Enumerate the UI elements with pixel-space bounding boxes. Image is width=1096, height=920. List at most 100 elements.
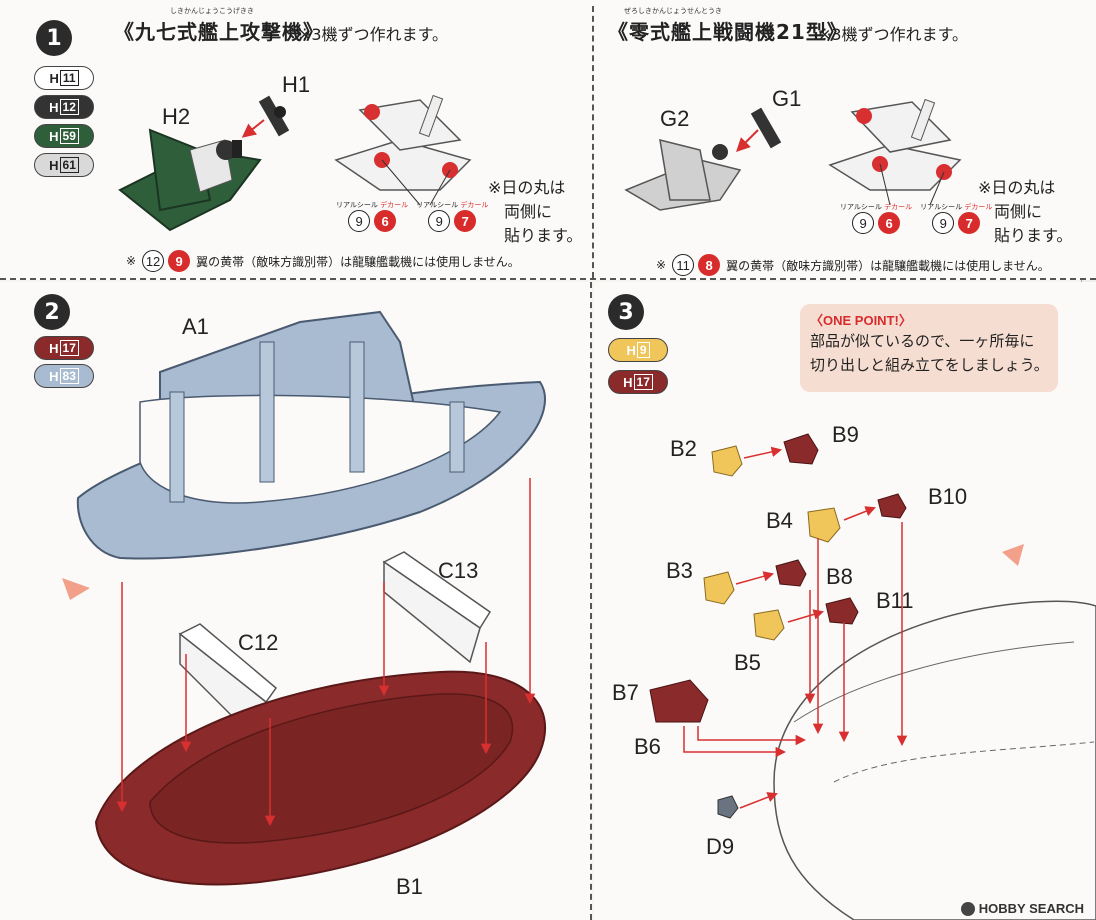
part-c13-icon: [382, 551, 492, 664]
left-title-furigana: しきかんじょうこうげきき: [170, 7, 254, 15]
label-b7: B7: [612, 680, 639, 705]
step3-drawings: [649, 433, 1096, 920]
arrow: [787, 609, 825, 623]
seal-number: 9: [932, 212, 955, 234]
step1-panel: 1 しきかんじょうこうげきき 《九七式艦上攻撃機》 ※3機ずつ作れます。 ぜろし…: [0, 0, 1096, 280]
seal-number: 9: [348, 210, 371, 232]
part-b9-icon: [783, 433, 819, 465]
decal-number: 7: [454, 210, 477, 232]
label-b4: B4: [766, 508, 793, 533]
arrow-h1: [241, 119, 265, 138]
arrow-g1: [736, 129, 759, 152]
propeller-h1-icon: [258, 95, 290, 137]
arrow: [735, 571, 775, 585]
label-h1: H1: [282, 72, 311, 97]
label-h2: H2: [162, 104, 191, 129]
left-footnote: ※ 12 9 翼の黄帯（敵味方識別帯）は龍驤艦載機には使用しません。: [126, 250, 520, 272]
arrow: [683, 726, 787, 758]
part-b10-icon: [877, 493, 907, 519]
seal-number: 11: [672, 254, 695, 276]
part-b5-icon: [753, 609, 785, 641]
plane-white-right-icon: [828, 98, 962, 206]
arrow: [743, 446, 783, 459]
step2-number: 2: [34, 294, 70, 330]
decal-number: 6: [878, 212, 901, 234]
left-note: ※3機ずつ作れます。: [298, 25, 448, 44]
label-b8: B8: [826, 564, 853, 589]
part-d9-icon: [717, 795, 739, 819]
decal-number: 7: [958, 212, 981, 234]
label-b11: B11: [876, 588, 914, 613]
hinomaru-note-right: ※日の丸は 両側に 貼ります。: [978, 178, 1073, 245]
bow-direction-icon: [1002, 544, 1024, 566]
propeller-g1-icon: [750, 107, 782, 149]
label-b10: B10: [928, 484, 968, 509]
hinomaru-note-left: ※日の丸は 両側に 貼ります。: [488, 178, 583, 245]
step1-drawings: [118, 94, 962, 232]
part-b3-icon: [703, 571, 735, 605]
plane-h2-icon: [118, 128, 262, 232]
label-g1: G1: [772, 86, 802, 111]
plane-g2-icon: [624, 138, 742, 211]
right-title: 《零式艦上戦闘機21型》: [608, 20, 848, 44]
part-b8-icon: [775, 559, 807, 587]
label-b3: B3: [666, 558, 693, 583]
arrow: [739, 792, 778, 809]
watermark: HOBBY SEARCH: [960, 901, 1084, 916]
hull-b1-icon: [94, 670, 546, 886]
step1-divider: [592, 6, 594, 278]
bow-direction-icon: [62, 578, 90, 600]
hobby-search-logo-icon: [960, 901, 975, 916]
hull-bow-section-icon: [773, 600, 1096, 920]
one-point-title: 〈ONE POINT!〉: [810, 313, 912, 328]
label-b2: B2: [670, 436, 697, 461]
label-c13: C13: [438, 558, 479, 583]
label-b6: B6: [634, 734, 661, 759]
label-d9: D9: [706, 834, 735, 859]
label-b9: B9: [832, 422, 859, 447]
right-title-furigana: ぜろしきかんじょうせんとうき: [624, 7, 722, 15]
right-footnote: ※ 11 8 翼の黄帯（敵味方識別帯）は龍驤艦載機には使用しません。: [656, 254, 1050, 276]
one-point-box: 〈ONE POINT!〉 部品が似ているので、一ヶ所毎に 切り出しと組み立てをし…: [800, 304, 1058, 392]
label-b5: B5: [734, 650, 761, 675]
step1-number: 1: [36, 20, 72, 56]
part-b2-icon: [711, 445, 743, 477]
decal-number: 9: [168, 250, 191, 272]
one-point-line2: 切り出しと組み立てをしましょう。: [810, 356, 1049, 374]
label-g2: G2: [660, 106, 690, 131]
step2-drawings: [62, 310, 546, 886]
arrow: [697, 726, 807, 746]
seal-number: 9: [852, 212, 875, 234]
seal-number: 9: [428, 210, 451, 232]
part-b4-icon: [807, 507, 841, 543]
label-c12: C12: [238, 630, 279, 655]
label-a1: A1: [182, 314, 209, 339]
step3-number: 3: [608, 294, 644, 330]
part-b11-icon: [825, 597, 859, 625]
label-b1: B1: [396, 874, 423, 899]
plane-white-left-icon: [334, 94, 472, 206]
one-point-line1: 部品が似ているので、一ヶ所毎に: [810, 332, 1035, 350]
seal-number: 12: [142, 250, 165, 272]
right-note: ※3機ずつ作れます。: [818, 25, 968, 44]
left-title: 《九七式艦上攻撃機》: [114, 20, 324, 44]
arrow: [843, 506, 876, 521]
hull-deck-a1-icon: [76, 310, 546, 560]
decal-number: 6: [374, 210, 397, 232]
part-b7-icon: [649, 679, 709, 723]
